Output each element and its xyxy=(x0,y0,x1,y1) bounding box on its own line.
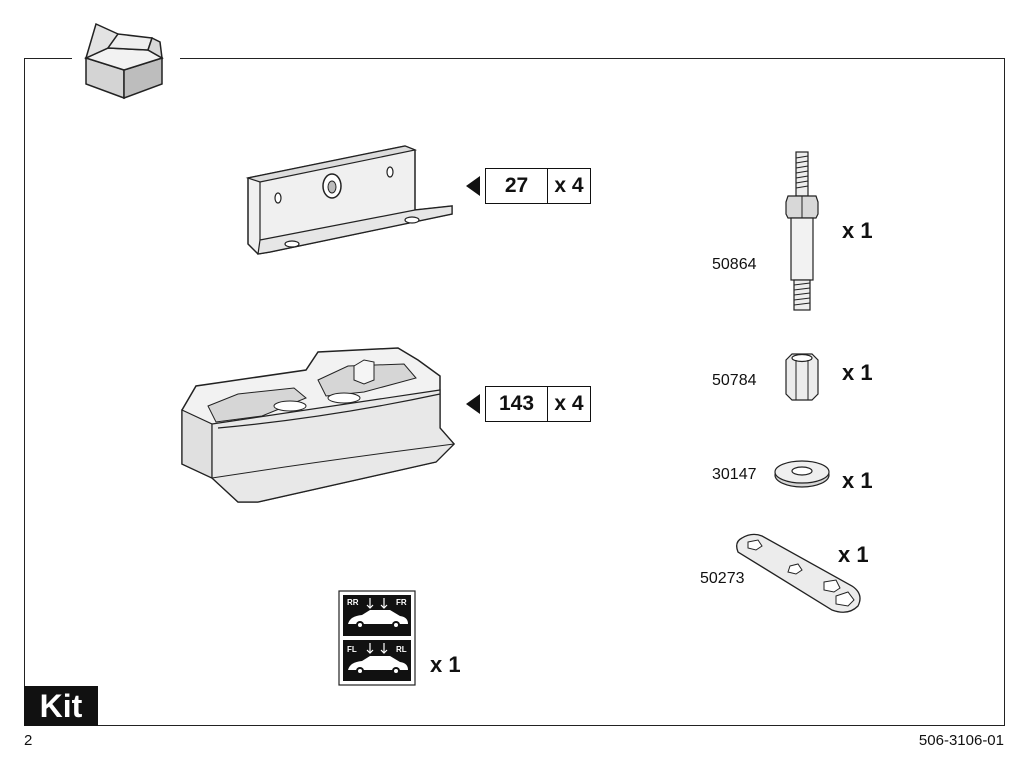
bracket-illustration xyxy=(245,145,453,255)
nut-quantity: x 1 xyxy=(842,360,873,385)
bracket-quantity: x 4 xyxy=(554,174,584,197)
sticker-label-rl: RL xyxy=(396,645,407,654)
foot-pad-label: 143 x 4 xyxy=(485,386,591,422)
washer-part-number: 30147 xyxy=(712,466,757,483)
wrench-quantity: x 1 xyxy=(838,542,869,567)
page-number: 2 xyxy=(24,732,33,749)
bolt-quantity: x 1 xyxy=(842,218,873,243)
kit-badge: Kit xyxy=(24,686,98,726)
bolt-part-number: 50864 xyxy=(712,256,757,273)
sticker-label-fr: FR xyxy=(396,598,407,607)
wrench-part-number: 50273 xyxy=(700,570,745,587)
arrow-left-icon xyxy=(466,394,480,414)
open-box-icon xyxy=(83,22,164,100)
bolt-illustration xyxy=(785,151,819,311)
arrow-left-icon xyxy=(466,176,480,196)
sticker-quantity: x 1 xyxy=(430,652,461,677)
foot-pad-quantity: x 4 xyxy=(554,392,584,415)
sticker-label-rr: RR xyxy=(347,598,359,607)
foot-pad-number: 143 xyxy=(486,387,548,421)
position-sticker-illustration: RR FR FL RL xyxy=(338,590,416,686)
wrench-illustration xyxy=(736,533,861,613)
nut-illustration xyxy=(785,353,819,401)
bracket-label: 27 x 4 xyxy=(485,168,591,204)
document-code: 506-3106-01 xyxy=(918,732,1004,749)
nut-part-number: 50784 xyxy=(712,372,757,389)
sticker-label-fl: FL xyxy=(347,645,357,654)
washer-quantity: x 1 xyxy=(842,468,873,493)
foot-pad-illustration xyxy=(181,347,456,503)
bracket-number: 27 xyxy=(486,169,548,203)
page-frame xyxy=(24,58,1005,726)
washer-illustration xyxy=(774,460,830,488)
